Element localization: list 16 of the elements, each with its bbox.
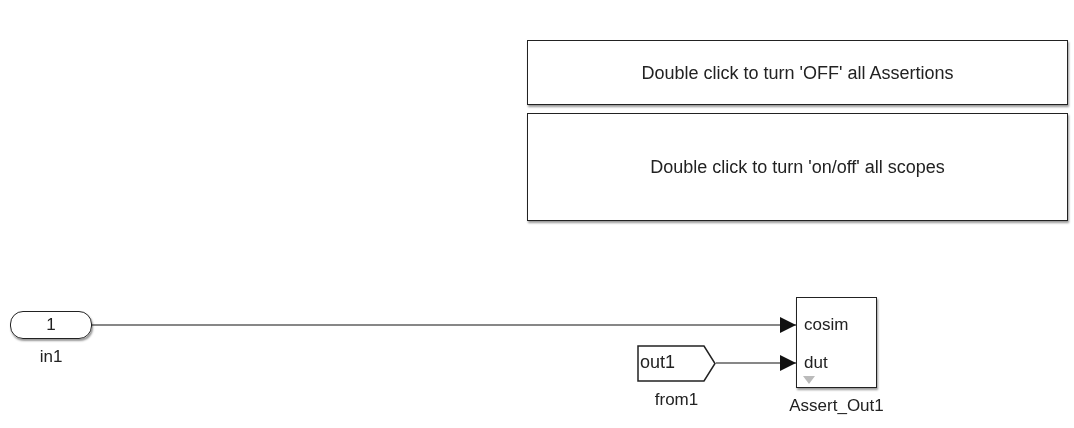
port-label: dut [804, 353, 828, 373]
annotation-box [527, 40, 1068, 105]
inport-block [10, 311, 92, 339]
from-tag-block [637, 345, 716, 382]
port-label: cosim [804, 315, 849, 335]
tag-name: out1 [640, 352, 676, 373]
annotation-text: Double click to turn 'OFF' all Assertions [640, 62, 955, 84]
signal-line [91, 317, 797, 333]
assertion-block [796, 297, 877, 388]
block-name: in1 [39, 347, 63, 367]
annotation-text: Double click to turn 'on/off' all scopes [649, 157, 946, 178]
block-name: Assert_Out1 [789, 396, 884, 416]
signal-line [715, 355, 797, 371]
port-number: 1 [45, 315, 57, 335]
block-name: from1 [654, 390, 699, 410]
annotation-box [527, 113, 1068, 221]
